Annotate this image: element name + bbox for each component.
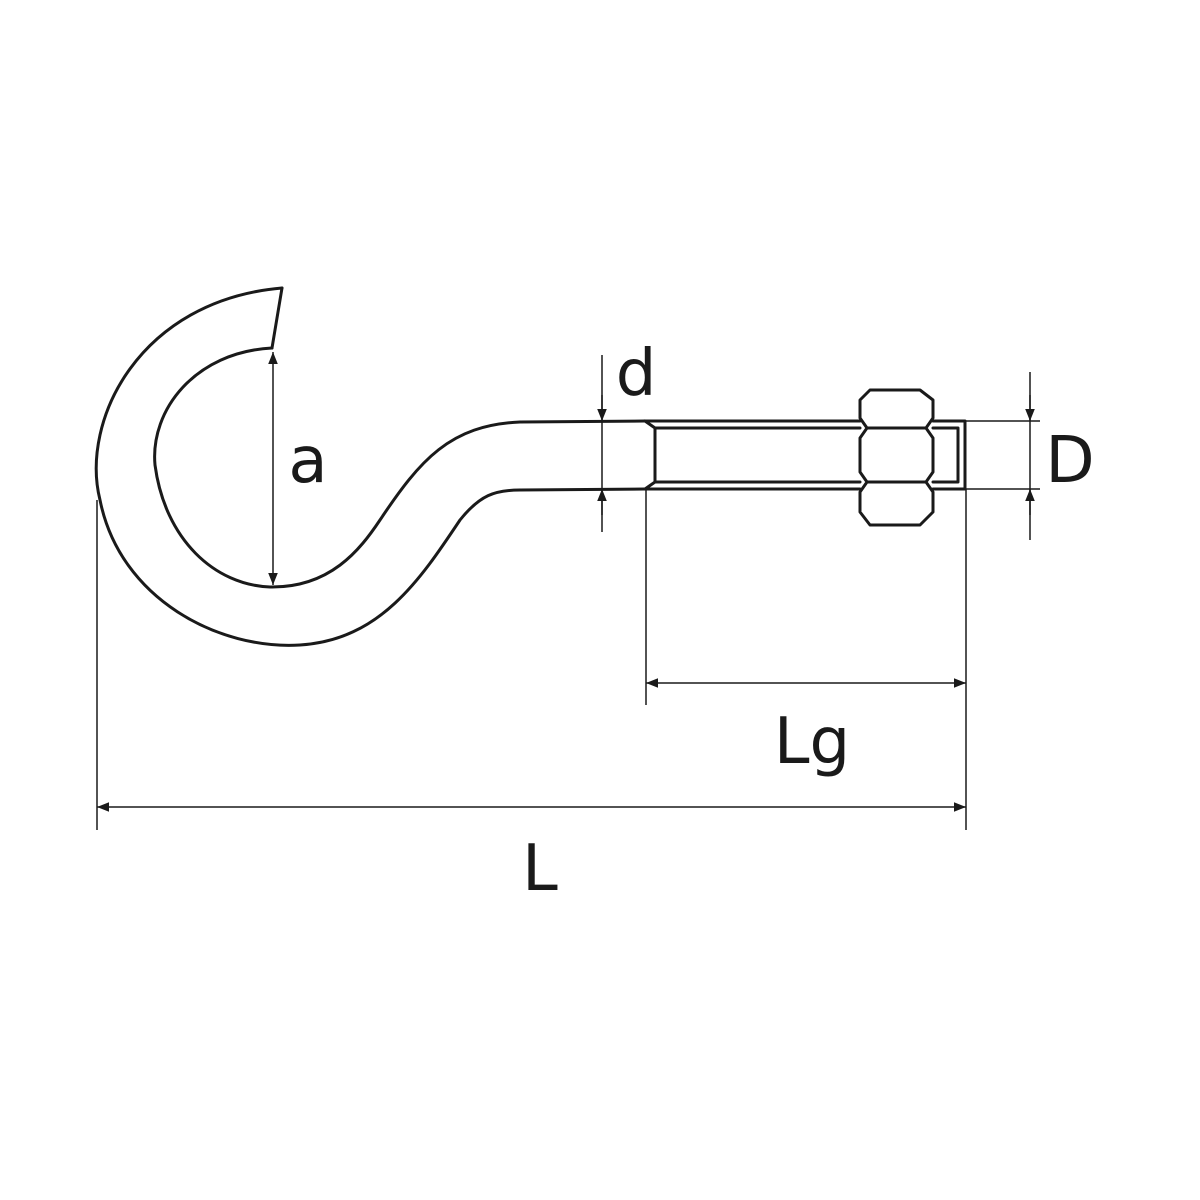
threaded-shank — [643, 419, 862, 491]
label-Lg: Lg — [774, 705, 850, 779]
label-a: a — [288, 424, 327, 498]
label-d: d — [616, 337, 657, 411]
label-D: D — [1045, 424, 1094, 498]
hex-nut — [858, 388, 935, 527]
hook-body-inner — [153, 346, 647, 589]
shank-end — [931, 419, 967, 491]
hook-tip — [270, 286, 284, 350]
hook-body — [94, 286, 647, 647]
label-L: L — [522, 832, 558, 906]
